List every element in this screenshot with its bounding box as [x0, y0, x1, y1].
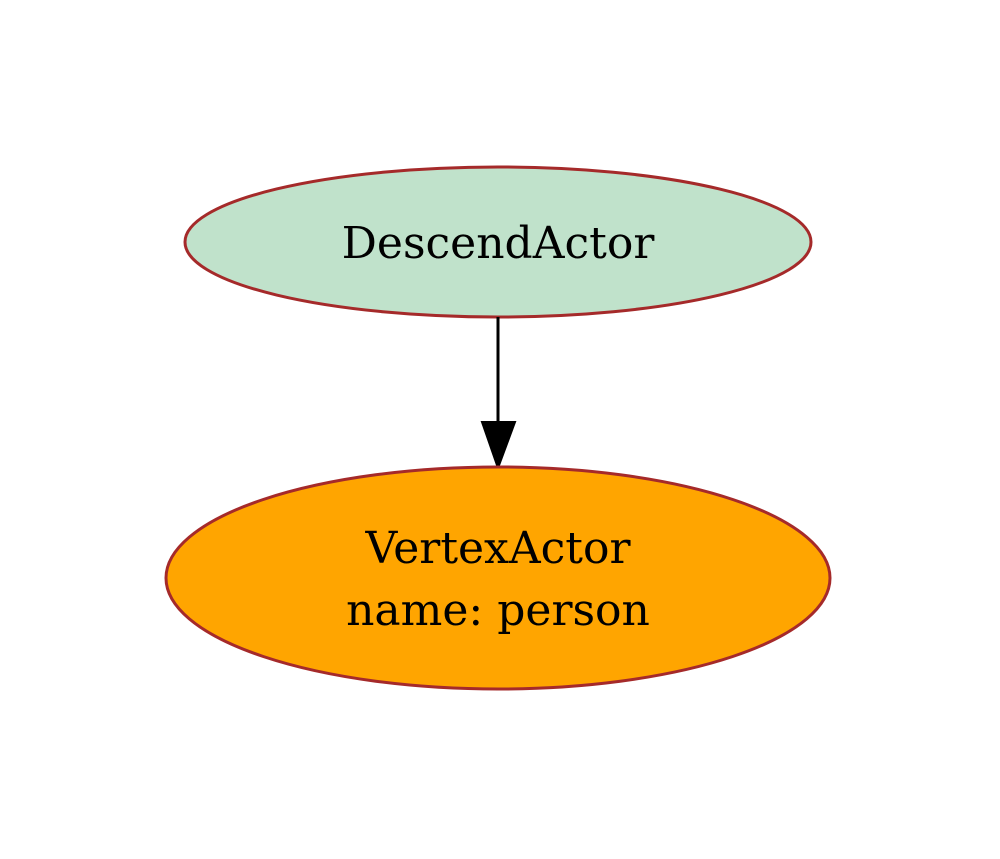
node-vertex-actor: VertexActor name: person	[164, 465, 832, 691]
edge-descend-to-vertex-arrowhead	[480, 421, 517, 471]
node-vertex-actor-label-line1: VertexActor	[365, 523, 632, 574]
node-descend-actor-label: DescendActor	[342, 218, 656, 269]
node-vertex-actor-label-line2: name: person	[346, 585, 650, 636]
edge-descend-to-vertex	[480, 317, 517, 471]
node-vertex-actor-shape	[164, 465, 832, 691]
node-descend-actor: DescendActor	[183, 165, 813, 319]
